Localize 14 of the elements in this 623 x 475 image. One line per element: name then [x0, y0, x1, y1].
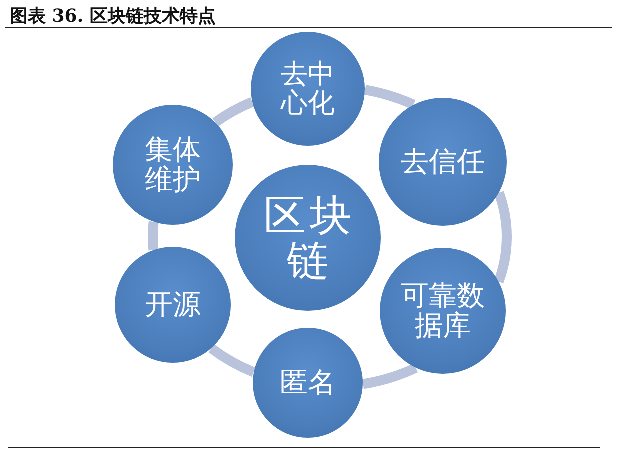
feature-label: 去信任 [400, 146, 486, 178]
feature-label: 匿名 [279, 368, 337, 398]
topic-label: 区块链 [263, 192, 357, 284]
feature-label: 集体维护 [144, 134, 202, 196]
feature-label: 可靠数据库 [400, 280, 486, 342]
ring-arc [494, 192, 512, 284]
ring-arc [212, 98, 255, 127]
feature-label: 开源 [144, 290, 202, 320]
ring-arc [148, 222, 159, 251]
figure-title: 图表 36. 区块链技术特点 [10, 5, 216, 28]
ring-arc [362, 364, 418, 390]
feature-label: 去中心化 [280, 60, 336, 118]
ring-arc [208, 344, 256, 377]
ring-arc [364, 85, 416, 110]
